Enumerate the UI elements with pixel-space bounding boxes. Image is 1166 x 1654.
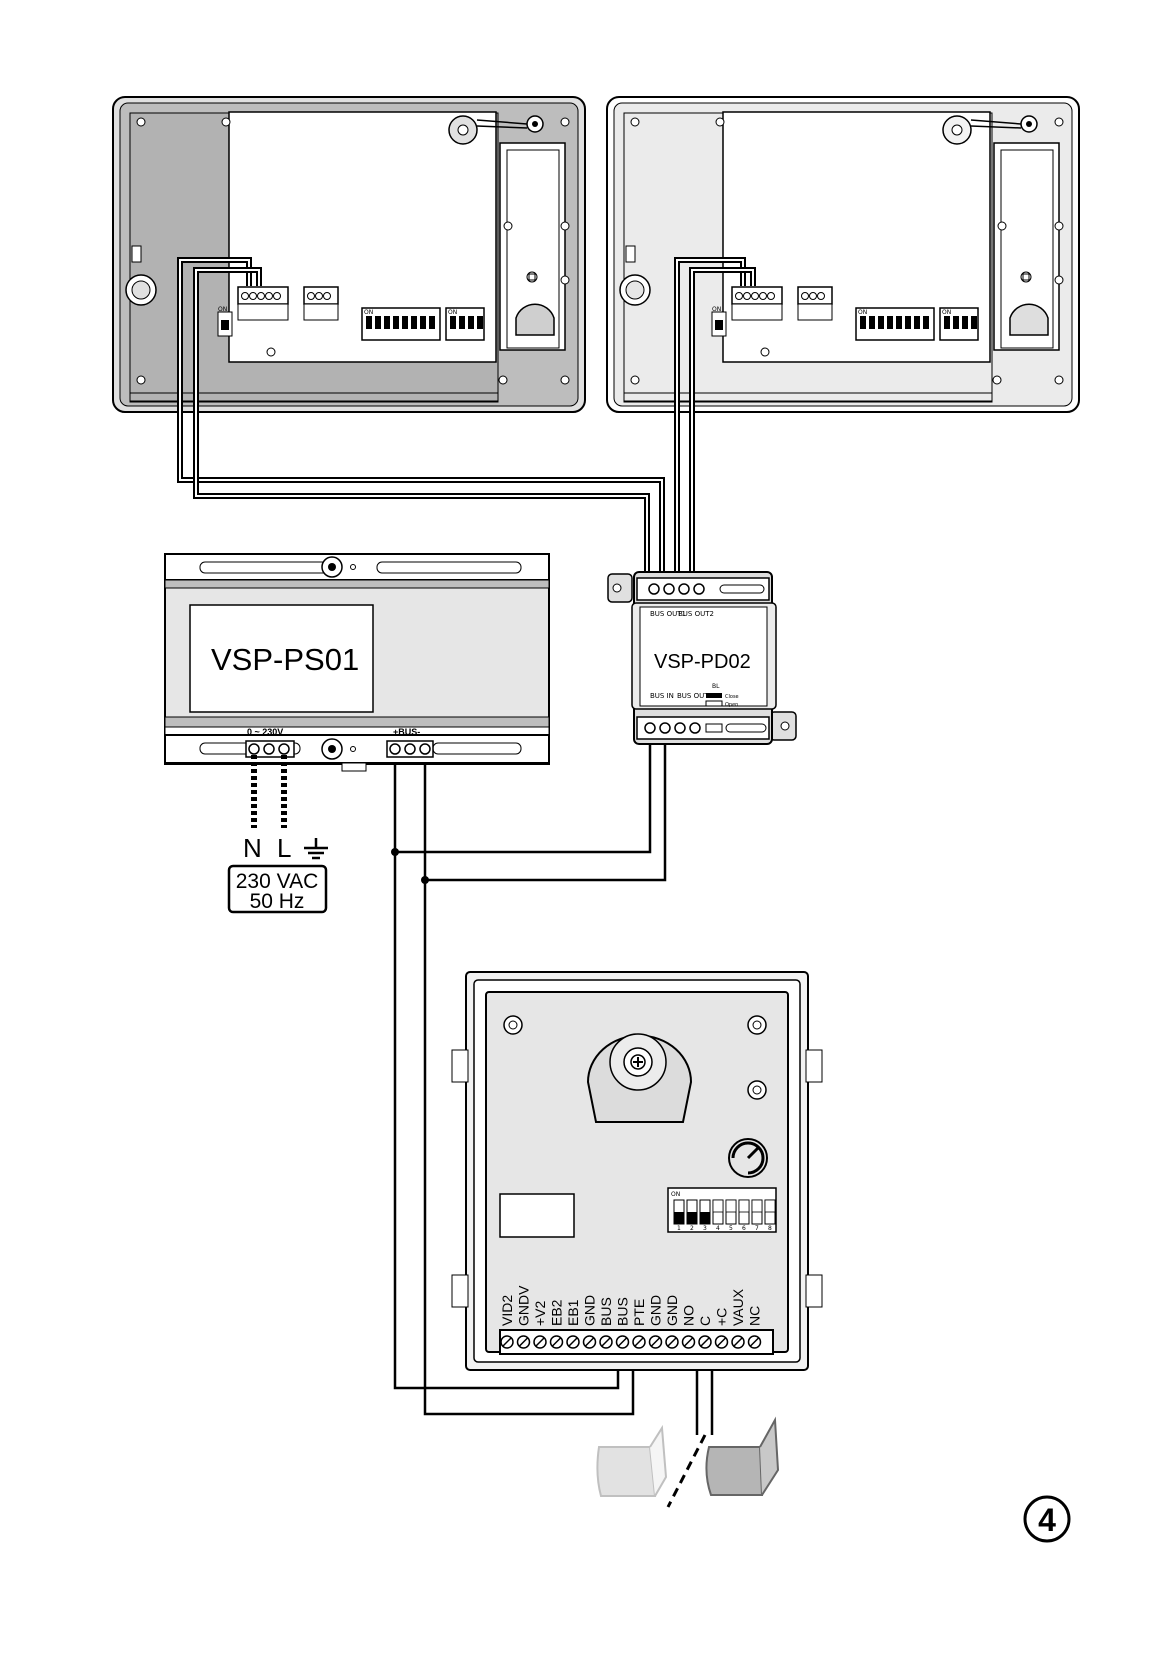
distributor-model: VSP-PD02: [654, 651, 751, 673]
monitor-1-switch-on: ON: [218, 306, 227, 313]
terminal-label: GNDV: [516, 1285, 532, 1326]
power-supply-ac-label: 0 ~ 230V: [247, 727, 283, 737]
monitor-2-dip4-on: ON: [942, 309, 951, 316]
bus-junction-1: [391, 848, 399, 856]
dip-number: 8: [768, 1225, 772, 1232]
terminal-label: BUS: [615, 1297, 631, 1326]
monitor-1-dip4-on: ON: [448, 309, 457, 316]
terminal-label: BUS: [598, 1297, 614, 1326]
dip-number: 6: [742, 1225, 746, 1232]
power-supply-bus-label: +BUS-: [393, 727, 420, 737]
terminal-label: GND: [582, 1295, 598, 1326]
bus-junction-2: [421, 876, 429, 884]
power-supply-model: VSP-PS01: [211, 642, 359, 677]
dip-number: 5: [729, 1225, 733, 1232]
dip-number: 4: [716, 1225, 720, 1232]
distributor-bl: BL: [712, 683, 720, 690]
terminal-label: VID2: [499, 1295, 515, 1326]
terminal-label: GND: [664, 1295, 680, 1326]
lock-icon: [596, 1416, 780, 1497]
monitor-1: ON ON ON: [112, 96, 586, 413]
terminal-label: GND: [648, 1295, 664, 1326]
terminal-label: VAUX: [730, 1288, 746, 1326]
distributor-bus-out2: BUS OUT2: [678, 610, 714, 618]
dip-number: 2: [690, 1225, 694, 1232]
terminal-label: +V2: [532, 1300, 548, 1326]
terminal-label: EB1: [565, 1299, 581, 1326]
terminal-label: C: [697, 1316, 713, 1326]
monitor-2: ON ON ON: [606, 96, 1080, 413]
bus-wiring: [177, 257, 756, 1508]
terminal-label: NO: [681, 1305, 697, 1326]
monitor-2-dip-on: ON: [858, 309, 867, 316]
figure-number-text: 4: [1038, 1502, 1056, 1538]
monitor-1-dip-on: ON: [364, 309, 373, 316]
mains-l-label: L: [277, 833, 291, 863]
distributor-open: Open: [725, 702, 738, 708]
distributor-bus-out: BUS OUT: [677, 692, 709, 700]
distributor-close: Close: [725, 694, 739, 700]
monitor-2-switch-on: ON: [712, 306, 721, 313]
dip-number: 3: [703, 1225, 707, 1232]
distributor: BUS OUT1 BUS OUT2 VSP-PD02 BL BUS IN BUS…: [607, 571, 797, 745]
figure-number: 4: [1023, 1495, 1071, 1543]
mains-n-label: N: [243, 833, 262, 863]
terminal-label: EB2: [549, 1299, 565, 1326]
mains-leads: N L 230 VAC 50 Hz: [227, 755, 328, 914]
mains-frequency: 50 Hz: [250, 890, 305, 913]
earth-icon: [304, 838, 328, 860]
terminal-label: NC: [747, 1306, 763, 1326]
mains-voltage: 230 VAC: [236, 870, 319, 893]
terminal-label: +C: [714, 1308, 730, 1326]
distributor-bus-in: BUS IN: [650, 692, 674, 700]
power-supply: VSP-PS01 0 ~ 230V +BUS-: [164, 553, 550, 772]
dip-number: 1: [677, 1225, 681, 1232]
distributor-bus-out1: BUS OUT1: [650, 610, 686, 618]
terminal-label: PTE: [631, 1299, 647, 1326]
door-panel-dip-on: ON: [671, 1191, 680, 1198]
dip-number: 7: [755, 1225, 759, 1232]
